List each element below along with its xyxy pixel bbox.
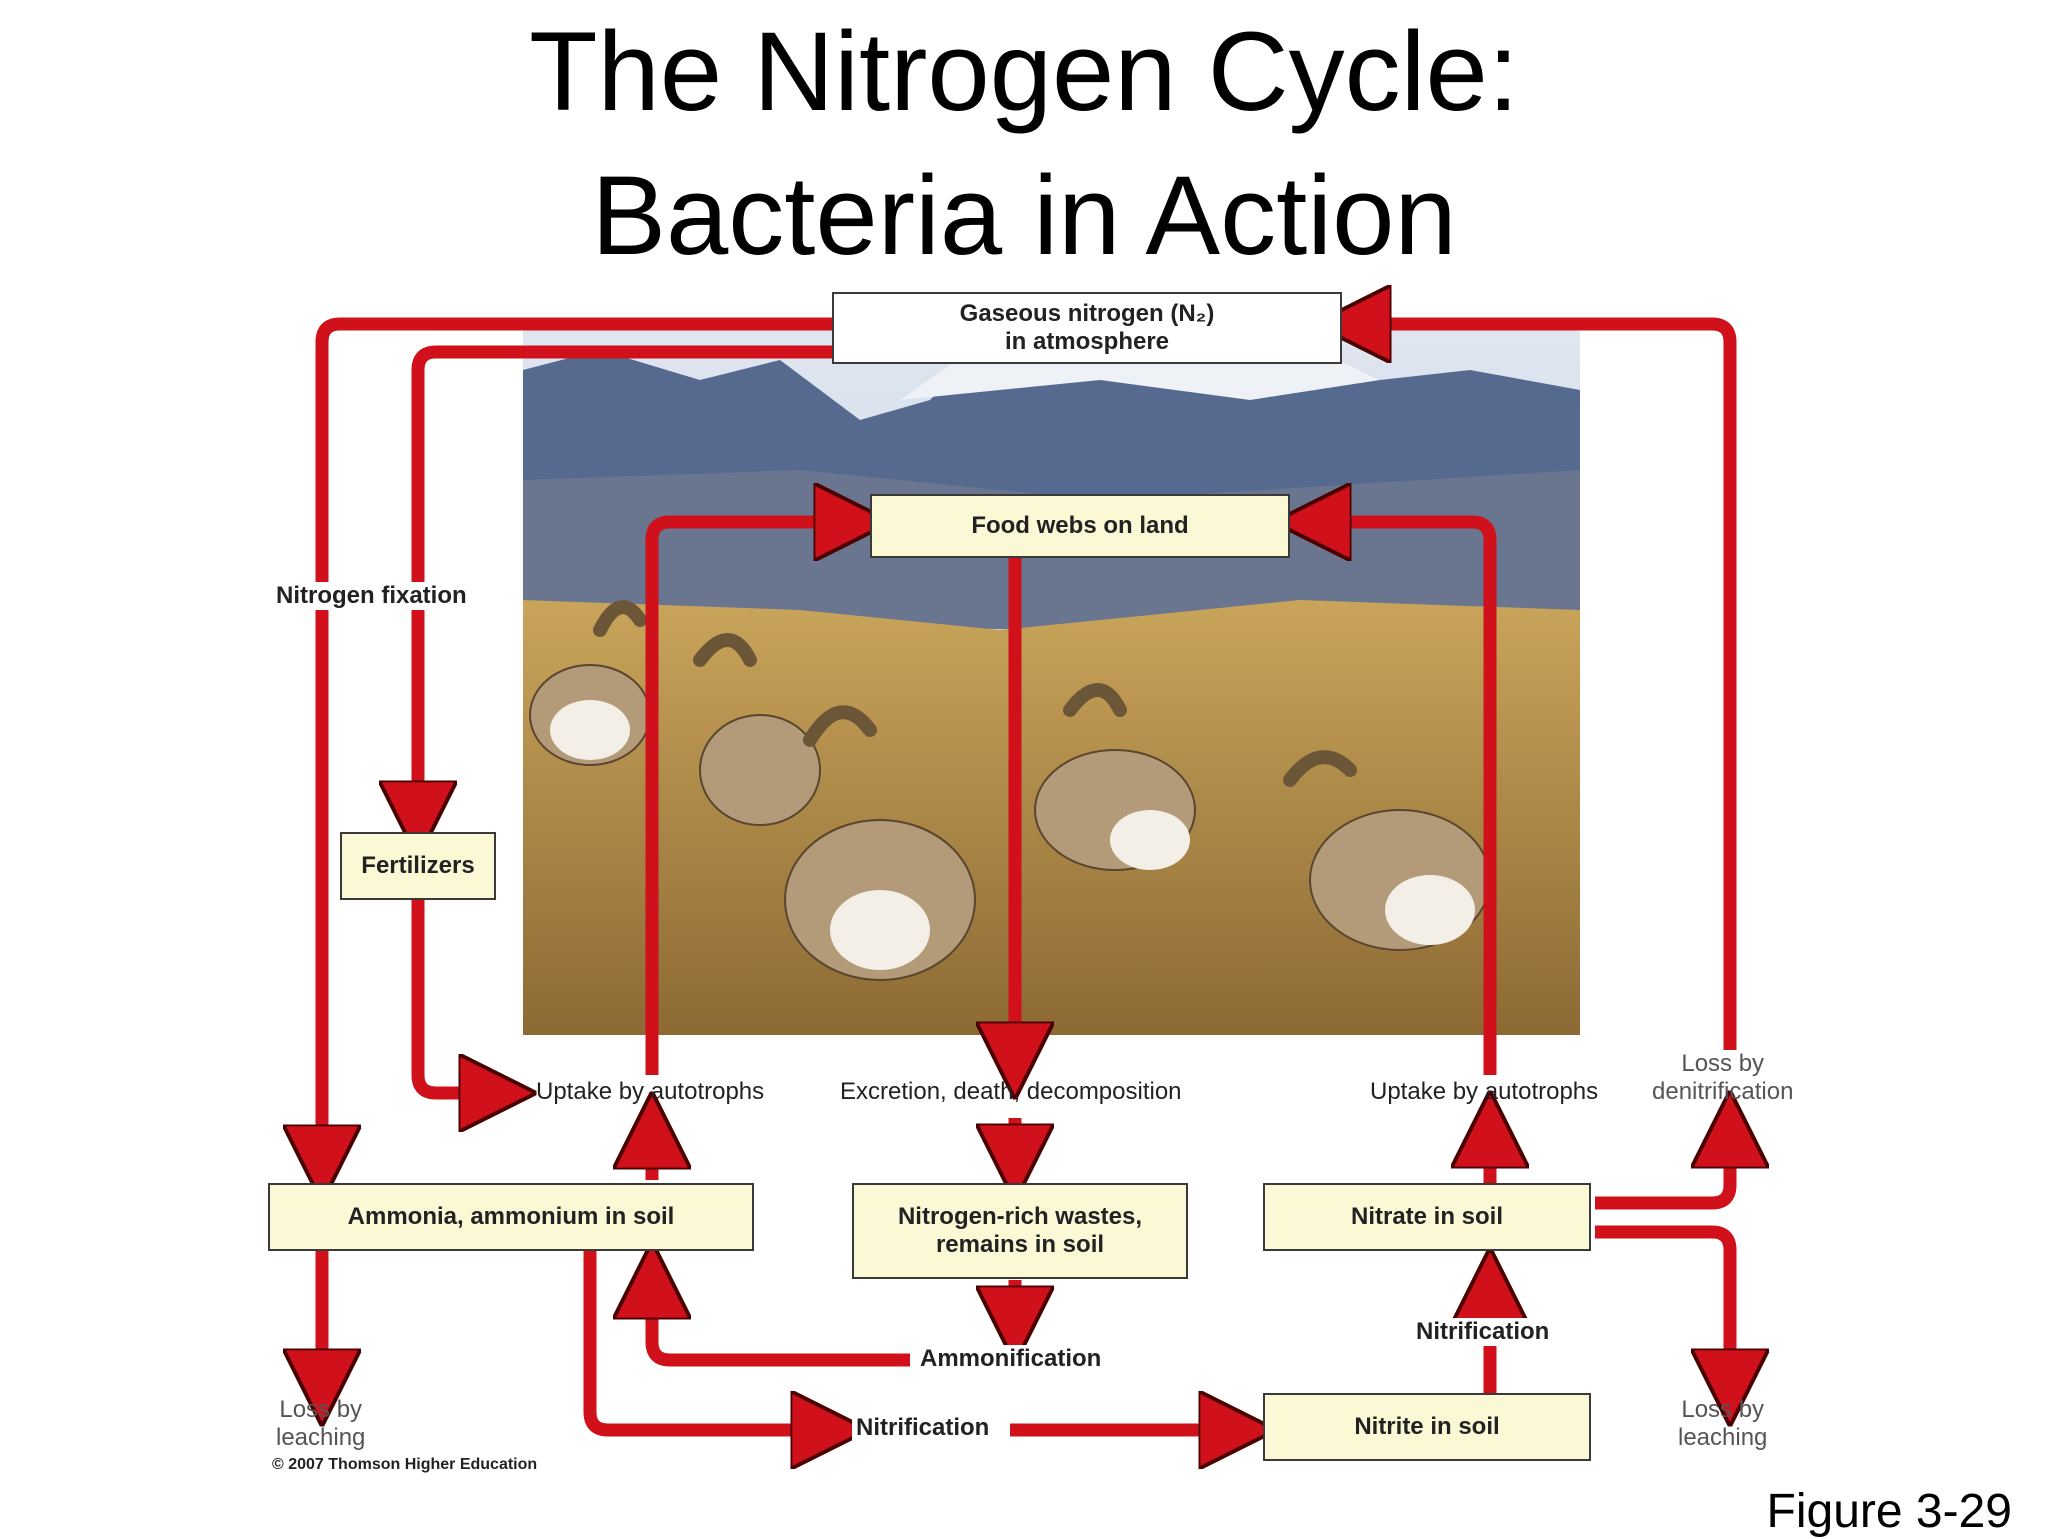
box-nitrite: Nitrite in soil — [1263, 1393, 1591, 1461]
label-ammonification: Ammonification — [916, 1345, 1106, 1373]
nitrite-text: Nitrite in soil — [1354, 1413, 1500, 1441]
label-loss-leaching-left: Loss by leaching — [276, 1396, 366, 1451]
label-uptake-right: Uptake by autotrophs — [1370, 1078, 1599, 1105]
box-food-webs: Food webs on land — [870, 494, 1290, 558]
landscape-photo — [523, 330, 1580, 1035]
cycle-arrows — [322, 324, 1730, 1430]
ammonia-text: Ammonia, ammonium in soil — [347, 1203, 675, 1231]
fertilizers-text: Fertilizers — [361, 852, 475, 880]
title-line-1: The Nitrogen Cycle: — [529, 9, 1519, 134]
label-nitrification-bottom: Nitrification — [852, 1414, 994, 1442]
label-loss-denitrification: Loss by denitrification — [1652, 1050, 1794, 1105]
label-excretion: Excretion, death, decomposition — [840, 1078, 1182, 1105]
box-nitrate: Nitrate in soil — [1263, 1183, 1591, 1251]
box-atmosphere: Gaseous nitrogen (N₂) in atmosphere — [832, 292, 1342, 364]
label-uptake-left: Uptake by autotrophs — [536, 1078, 765, 1105]
box-fertilizers: Fertilizers — [340, 832, 496, 900]
figure-label: Figure 3-29 — [1766, 1485, 2012, 1538]
label-nitrification-right: Nitrification — [1412, 1318, 1554, 1346]
box-ammonia: Ammonia, ammonium in soil — [268, 1183, 754, 1251]
nitrate-text: Nitrate in soil — [1350, 1203, 1504, 1231]
title-line-2: Bacteria in Action — [591, 153, 1457, 278]
box-wastes: Nitrogen-rich wastes, remains in soil — [852, 1183, 1188, 1279]
label-loss-leaching-right: Loss by leaching — [1678, 1396, 1768, 1451]
label-nitrogen-fixation: Nitrogen fixation — [272, 582, 471, 610]
copyright-notice: © 2007 Thomson Higher Education — [272, 1456, 538, 1473]
food-webs-text: Food webs on land — [971, 512, 1189, 540]
atmosphere-text: Gaseous nitrogen (N₂) in atmosphere — [959, 300, 1215, 355]
wastes-text: Nitrogen-rich wastes, remains in soil — [897, 1203, 1143, 1258]
